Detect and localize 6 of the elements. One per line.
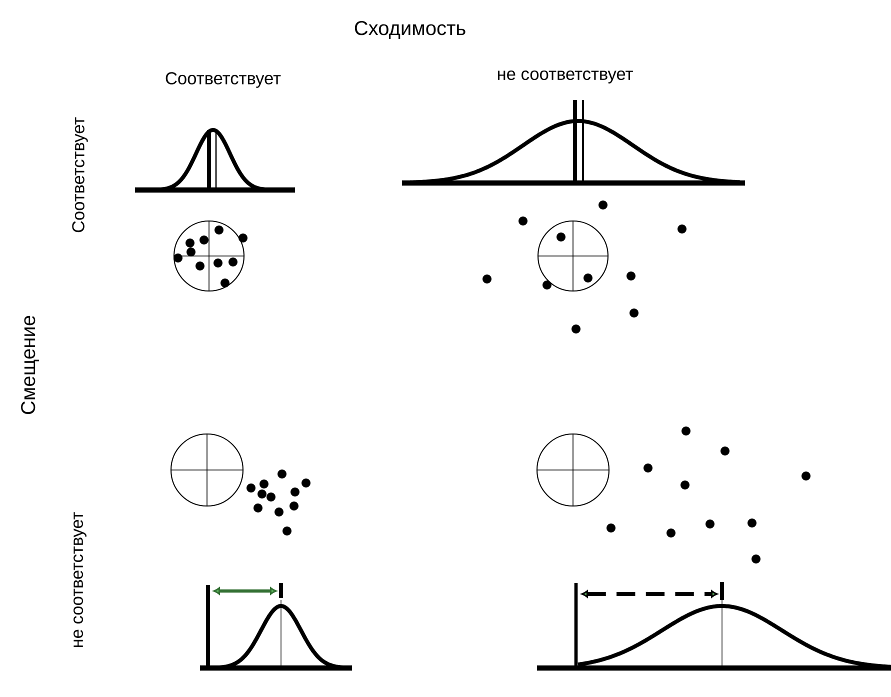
column-header: не соответствует bbox=[498, 70, 633, 84]
axis-title: Смещение bbox=[21, 316, 39, 414]
row-header: Соответствует bbox=[72, 117, 88, 232]
title: Сходимость bbox=[354, 21, 466, 39]
column-header: Соответствует bbox=[166, 72, 281, 88]
row-header: не соответствует bbox=[74, 512, 86, 648]
